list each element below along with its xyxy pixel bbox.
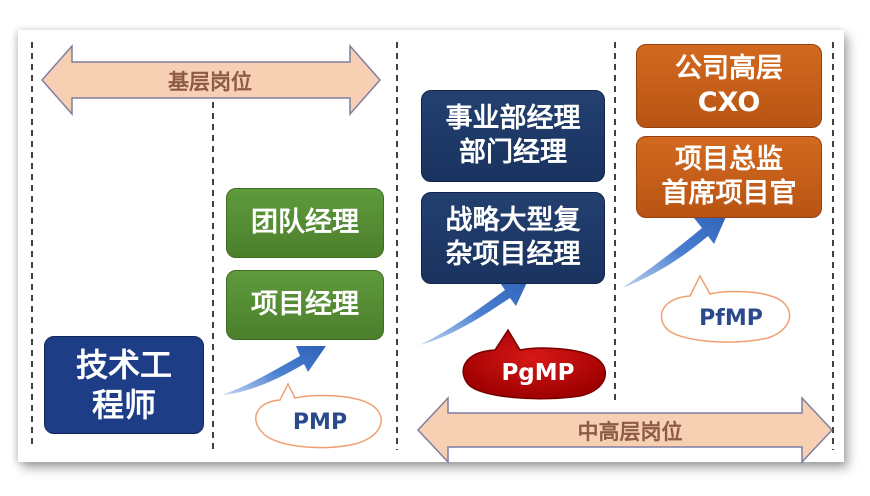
bu-manager-line-1: 事业部经理: [445, 103, 581, 135]
exec-line-2: CXO: [697, 87, 761, 118]
pfmp-cloud: [660, 274, 791, 343]
exec-line-1: 公司高层: [675, 53, 783, 85]
growth-arrow-3: [622, 212, 728, 288]
director-line-2: 首席项目官: [661, 178, 797, 209]
exec-box: 公司高层 CXO: [636, 44, 822, 128]
pmp-cloud: [255, 382, 382, 449]
pfmp-label: PfMP: [699, 306, 763, 331]
growth-arrow-2: [420, 276, 530, 345]
tech-engineer-line-2: 程师: [91, 386, 156, 424]
bu-manager-box: 事业部经理 部门经理: [421, 90, 605, 182]
strategic-pm-box: 战略大型复 杂项目经理: [421, 192, 605, 284]
project-manager-box: 项目经理: [226, 270, 384, 340]
upper-band-label: 中高层岗位: [577, 420, 683, 444]
pmp-label: PMP: [292, 410, 348, 435]
growth-arrow-1: [222, 346, 326, 395]
bu-manager-line-2: 部门经理: [459, 137, 567, 168]
tech-engineer-line-1: 技术工: [75, 346, 172, 384]
lower-band-label: 基层岗位: [168, 70, 252, 94]
strategic-pm-line-2: 杂项目经理: [445, 239, 581, 270]
director-line-1: 项目总监: [675, 144, 783, 176]
team-manager-label: 团队经理: [251, 207, 359, 239]
tech-engineer-box: 技术工 程师: [44, 336, 204, 434]
project-manager-label: 项目经理: [251, 289, 359, 321]
pgmp-cloud: [462, 328, 606, 400]
lower-band-arrow: [40, 44, 382, 116]
team-manager-box: 团队经理: [226, 188, 384, 258]
pgmp-label: PgMP: [501, 360, 575, 386]
strategic-pm-line-1: 战略大型复: [445, 205, 581, 237]
director-box: 项目总监 首席项目官: [636, 136, 822, 218]
upper-band-arrow: [416, 396, 834, 464]
